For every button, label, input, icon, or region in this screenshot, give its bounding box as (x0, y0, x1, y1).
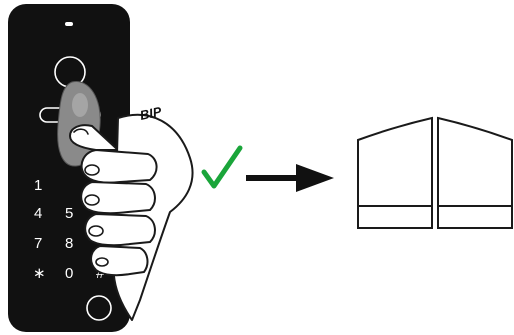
hand-finger-2 (81, 182, 155, 213)
key-fob-highlight (72, 93, 88, 117)
gate-right-leaf (438, 118, 512, 228)
arrow-shaft (246, 175, 300, 181)
key-1[interactable]: 1 (34, 177, 42, 194)
arrow-right-icon (246, 164, 334, 192)
key-4[interactable]: 4 (34, 205, 42, 222)
key-0[interactable]: 0 (65, 265, 73, 282)
led-indicator (65, 22, 73, 26)
key-7[interactable]: 7 (34, 235, 42, 252)
key-5[interactable]: 5 (65, 205, 73, 222)
key-8[interactable]: 8 (65, 235, 73, 252)
gate-left-leaf (358, 118, 432, 228)
hand-finger-4 (91, 246, 147, 275)
arrow-head (296, 164, 334, 192)
hand-finger-3 (85, 214, 155, 245)
double-gate-icon (358, 118, 512, 228)
check-mark-icon (204, 148, 240, 186)
hand-finger-1 (82, 150, 157, 183)
key-star[interactable]: ∗ (33, 265, 46, 282)
